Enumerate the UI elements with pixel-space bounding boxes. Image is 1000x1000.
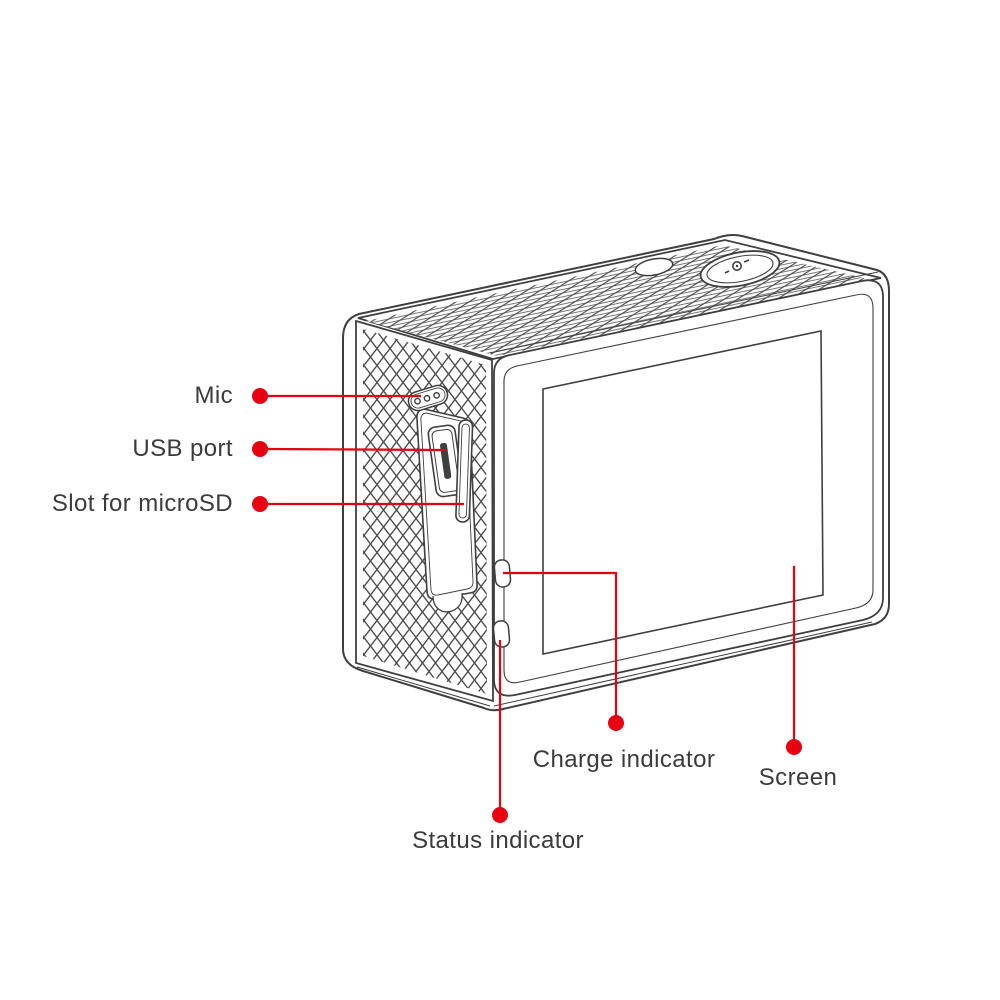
label-mic: Mic	[194, 382, 233, 409]
microsd-slot	[455, 419, 474, 523]
callout-dot-screen	[786, 739, 802, 755]
door-finger-notch	[432, 592, 463, 613]
top-back-edge-line	[489, 271, 879, 354]
power-button-logo-icon	[724, 259, 750, 274]
callout-dot-mic	[252, 388, 268, 404]
back-face-bezel-line	[503, 293, 874, 684]
label-status-indicator: Status indicator	[412, 827, 584, 854]
camera-body-silhouette	[342, 234, 890, 712]
callout-dot-status	[492, 807, 508, 823]
mic-holes	[407, 384, 449, 412]
power-button	[699, 250, 781, 288]
status-led	[492, 620, 511, 648]
label-usb-port: USB port	[132, 435, 233, 462]
label-charge-indicator: Charge indicator	[532, 746, 716, 773]
callouts	[252, 388, 802, 823]
label-microsd-slot: Slot for microSD	[51, 490, 233, 517]
callout-dot-charge	[608, 715, 624, 731]
callout-line-charge	[503, 571, 618, 716]
callout-dot-microsd	[252, 496, 268, 512]
shutter-button	[634, 257, 674, 277]
callout-dot-usb	[252, 441, 268, 457]
bottom-strip-line	[493, 621, 873, 707]
camera-illustration	[342, 234, 890, 712]
label-screen: Screen	[758, 764, 838, 791]
callout-line-usb	[265, 447, 447, 452]
bottom-left-strip-line	[356, 666, 491, 707]
